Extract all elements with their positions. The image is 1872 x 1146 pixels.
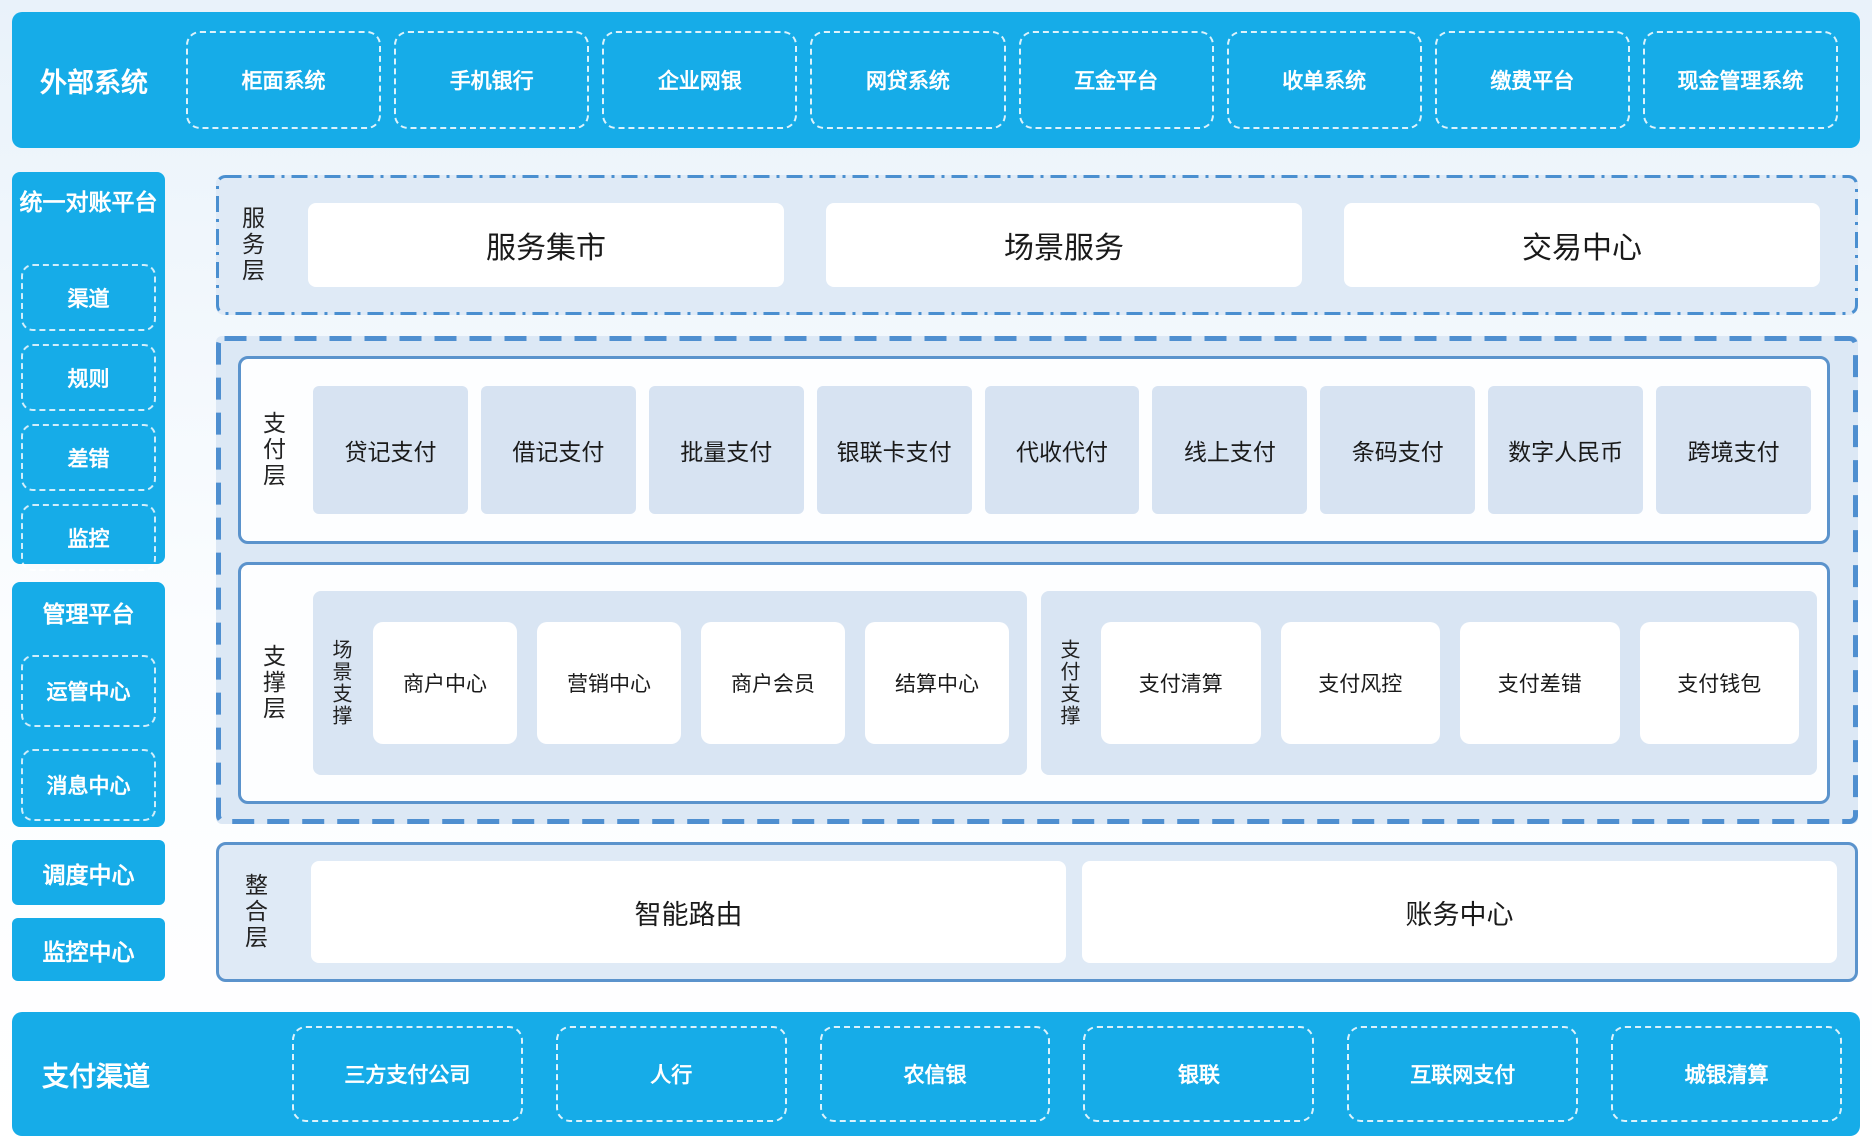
payment-item: 批量支付 [648, 386, 804, 514]
payment-item: 贷记支付 [313, 386, 468, 514]
management-platform-block: 管理平台 运管中心 消息中心 [12, 582, 165, 827]
service-box: 场景服务 [826, 203, 1302, 287]
payment-support-items: 支付清算 支付风控 支付差错 支付钱包 [1101, 622, 1799, 744]
external-system-item: 互金平台 [1018, 31, 1214, 129]
support-item: 商户中心 [373, 622, 517, 744]
integration-layer-boxes: 智能路由 账务中心 [311, 861, 1837, 963]
reconciliation-platform-title: 统一对账平台 [19, 189, 158, 215]
external-system-item: 缴费平台 [1434, 31, 1630, 129]
payment-channel-item: 城银清算 [1611, 1026, 1842, 1122]
reconciliation-item: 规则 [21, 344, 156, 411]
integration-box: 账务中心 [1082, 861, 1837, 963]
reconciliation-item: 监控 [21, 504, 156, 571]
external-systems-title: 外部系统 [40, 67, 148, 98]
management-items: 运管中心 消息中心 [12, 655, 165, 821]
payment-channels-items: 三方支付公司 人行 农信银 银联 互联网支付 城银清算 [292, 1012, 1842, 1136]
payment-item: 线上支付 [1152, 386, 1308, 514]
support-item: 支付风控 [1280, 622, 1440, 744]
payment-layer-items: 贷记支付 借记支付 批量支付 银联卡支付 代收代付 线上支付 条码支付 数字人民… [313, 386, 1812, 514]
payment-layer-label: 支付层 [259, 411, 286, 489]
external-systems-bar: 外部系统 柜面系统 手机银行 企业网银 网贷系统 互金平台 收单系统 缴费平台 … [12, 12, 1860, 148]
external-systems-items: 柜面系统 手机银行 企业网银 网贷系统 互金平台 收单系统 缴费平台 现金管理系… [186, 12, 1838, 148]
payment-channel-item: 互联网支付 [1347, 1026, 1579, 1122]
support-item: 商户会员 [701, 622, 845, 744]
service-layer-label: 服务层 [238, 206, 265, 284]
scene-support-label: 场景支撑 [329, 639, 351, 727]
payment-channel-item: 农信银 [819, 1026, 1051, 1122]
payment-layer-section: 支付层 贷记支付 借记支付 批量支付 银联卡支付 代收代付 线上支付 条码支付 … [238, 356, 1830, 544]
integration-layer-panel: 整合层 智能路由 账务中心 [216, 842, 1858, 982]
management-platform-title: 管理平台 [42, 601, 135, 627]
payment-channel-item: 三方支付公司 [292, 1026, 523, 1122]
payment-item: 借记支付 [480, 386, 636, 514]
payment-support-group: 支付支撑 支付清算 支付风控 支付差错 支付钱包 [1041, 591, 1817, 775]
scene-support-group: 场景支撑 商户中心 营销中心 商户会员 结算中心 [313, 591, 1027, 775]
payment-support-container: 支付层 贷记支付 借记支付 批量支付 银联卡支付 代收代付 线上支付 条码支付 … [216, 336, 1858, 824]
external-system-item: 收单系统 [1226, 31, 1422, 129]
payment-item: 代收代付 [984, 386, 1140, 514]
management-item: 运管中心 [21, 655, 156, 727]
management-item: 消息中心 [21, 749, 156, 821]
support-layer-section: 支撑层 场景支撑 商户中心 营销中心 商户会员 结算中心 支付支撑 支付清算 支… [238, 562, 1830, 804]
monitoring-center-box: 监控中心 [12, 918, 165, 981]
payment-item: 跨境支付 [1656, 386, 1812, 514]
scene-support-items: 商户中心 营销中心 商户会员 结算中心 [373, 622, 1009, 744]
payment-channel-item: 人行 [555, 1026, 787, 1122]
service-box: 交易中心 [1344, 203, 1820, 287]
payment-item: 数字人民币 [1488, 386, 1644, 514]
external-system-item: 企业网银 [602, 31, 798, 129]
payment-channels-bar: 支付渠道 三方支付公司 人行 农信银 银联 互联网支付 城银清算 [12, 1012, 1860, 1136]
service-layer-panel: 服务层 服务集市 场景服务 交易中心 [216, 175, 1858, 315]
support-item: 支付差错 [1460, 622, 1620, 744]
external-system-item: 网贷系统 [810, 31, 1006, 129]
reconciliation-items: 渠道 规则 差错 监控 [12, 264, 165, 571]
reconciliation-item: 差错 [21, 424, 156, 491]
integration-box: 智能路由 [311, 861, 1066, 963]
support-item: 营销中心 [537, 622, 681, 744]
reconciliation-platform-block: 统一对账平台 渠道 规则 差错 监控 [12, 172, 165, 571]
payment-item: 银联卡支付 [816, 386, 972, 514]
payment-channels-title: 支付渠道 [42, 1061, 150, 1092]
integration-layer-label: 整合层 [241, 873, 268, 951]
payment-item: 条码支付 [1320, 386, 1476, 514]
support-layer-label: 支撑层 [259, 644, 286, 722]
payment-channel-item: 银联 [1083, 1026, 1315, 1122]
external-system-item: 现金管理系统 [1642, 31, 1838, 129]
support-item: 支付钱包 [1639, 622, 1799, 744]
reconciliation-item: 渠道 [21, 264, 156, 331]
payment-support-label: 支付支撑 [1057, 639, 1079, 727]
external-system-item: 手机银行 [394, 31, 590, 129]
support-item: 支付清算 [1101, 622, 1261, 744]
scheduling-center-box: 调度中心 [12, 840, 165, 905]
service-layer-boxes: 服务集市 场景服务 交易中心 [308, 203, 1820, 287]
service-box: 服务集市 [308, 203, 784, 287]
support-item: 结算中心 [865, 622, 1009, 744]
external-system-item: 柜面系统 [186, 31, 382, 129]
